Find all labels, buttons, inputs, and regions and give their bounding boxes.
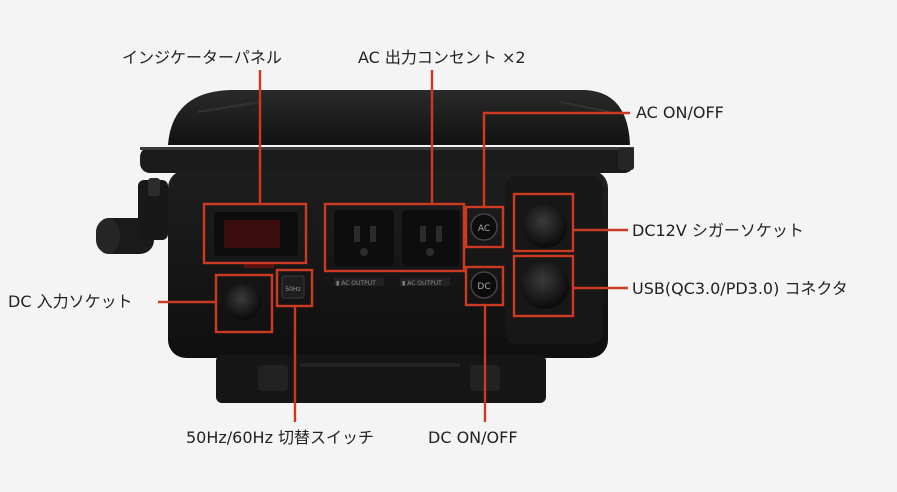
side-handle	[96, 178, 168, 254]
outlet-label-2: ▮ AC OUTPUT	[402, 280, 442, 287]
outlet-label-plate-1	[334, 278, 384, 286]
ac-outlet-2	[402, 210, 460, 266]
label-usb-connector: USB(QC3.0/PD3.0) コネクタ	[632, 279, 848, 298]
dc12v-socket	[523, 204, 567, 248]
label-ac-outlets: AC 出力コンセント ×2	[358, 48, 526, 67]
leader-ac-switch	[482, 111, 630, 207]
callouts	[158, 70, 630, 422]
device-base	[216, 355, 546, 403]
indicator-panel	[214, 212, 298, 268]
callout-box-ac-outlets	[323, 202, 466, 273]
callout-box-dc-input	[214, 273, 274, 334]
ac-power-button[interactable]: AC	[470, 213, 498, 241]
ac-outlet-1	[334, 210, 394, 266]
callout-box-indicator	[202, 202, 308, 265]
usb-connector	[521, 261, 569, 309]
outlet-label-plate-2	[400, 278, 450, 286]
device-lid	[140, 90, 634, 173]
callout-box-usb	[512, 254, 575, 318]
label-dc12v-socket: DC12V シガーソケット	[632, 221, 804, 240]
frequency-switch[interactable]: 50Hz	[281, 275, 305, 299]
label-ac-switch: AC ON/OFF	[636, 103, 724, 122]
dc-button-mark: DC	[477, 282, 490, 292]
dc-input-socket	[225, 284, 261, 320]
ac-button-mark: AC	[478, 224, 490, 234]
outlet-label-1: ▮ AC OUTPUT	[336, 280, 376, 287]
dc-power-button[interactable]: DC	[470, 271, 498, 299]
label-indicator-panel: インジケーターパネル	[122, 48, 282, 67]
label-dc-input: DC 入力ソケット	[8, 292, 133, 311]
label-freq-switch: 50Hz/60Hz 切替スイッチ	[186, 428, 375, 447]
label-dc-switch: DC ON/OFF	[428, 428, 518, 447]
callout-box-dc12v	[512, 192, 575, 253]
freq-switch-mark: 50Hz	[285, 286, 300, 293]
